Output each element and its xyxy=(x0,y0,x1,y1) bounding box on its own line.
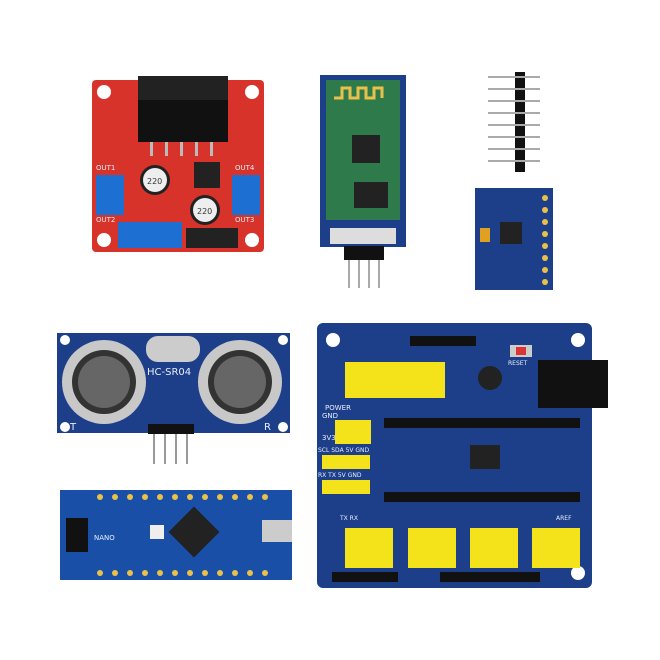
l298n-motor-driver-module: 220 220 OUT1 OUT2 OUT3 OUT4 xyxy=(92,76,264,252)
nano-label: NANO xyxy=(94,534,115,542)
dc-jack xyxy=(538,360,608,408)
reset-label: RESET xyxy=(508,360,528,367)
hc06-bluetooth-module xyxy=(320,75,406,288)
out3-label: OUT3 xyxy=(235,216,254,224)
heatsink xyxy=(138,100,228,142)
out1-label: OUT1 xyxy=(96,164,115,172)
gnd-label: GND xyxy=(322,412,338,420)
i2c-label: SCL SDA 5V GND xyxy=(318,447,370,454)
nano-io-shield: POWER RESET GND 3V3 SCL SDA 5V GND RX TX… xyxy=(317,323,608,588)
arduino-nano-board: NANO xyxy=(60,490,292,580)
out4-label: OUT4 xyxy=(235,164,255,172)
hcsr04-ultrasonic-module: HC-SR04 T R xyxy=(57,333,290,464)
pin-header xyxy=(488,72,540,172)
capacitor-label: 220 xyxy=(197,207,212,216)
capacitor-label: 220 xyxy=(147,177,162,186)
out2-label: OUT2 xyxy=(96,216,115,224)
transmitter-label: T xyxy=(69,422,77,433)
aref-label: AREF xyxy=(556,515,572,522)
txrx-label: TX RX xyxy=(339,515,358,522)
receiver-label: R xyxy=(264,422,271,433)
serial-label: RX TX 5V GND xyxy=(318,472,362,479)
mpu6050-module xyxy=(475,188,553,290)
power-label: POWER xyxy=(325,404,351,412)
3v3-label: 3V3 xyxy=(322,434,336,442)
model-label: HC-SR04 xyxy=(147,367,191,378)
